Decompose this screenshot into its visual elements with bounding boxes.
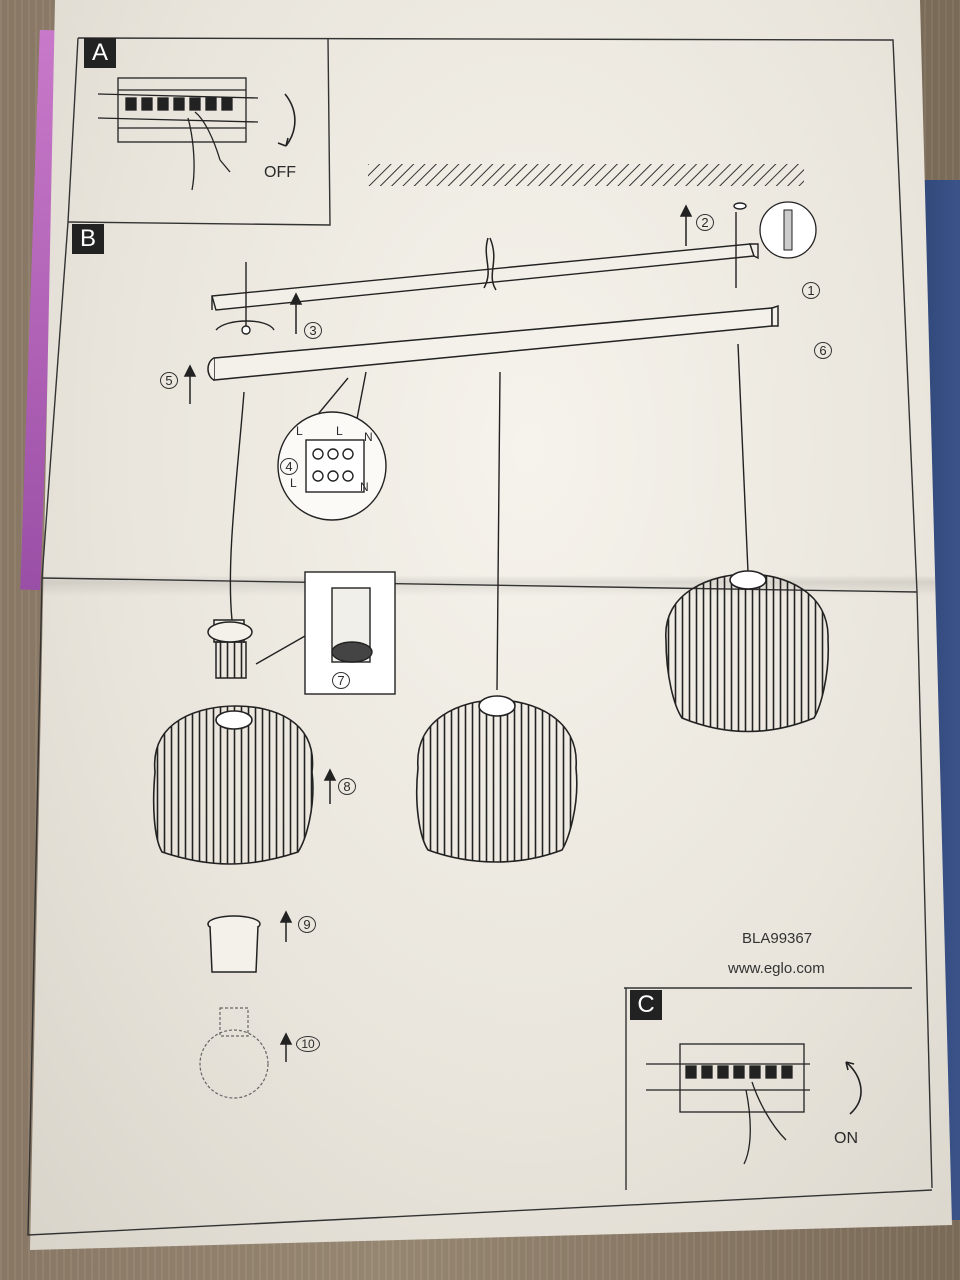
wire-label-l-mid: L bbox=[336, 424, 343, 438]
breaker-panel-a bbox=[97, 77, 296, 191]
lamp-holder bbox=[207, 619, 253, 679]
step-arrows bbox=[183, 204, 693, 1062]
light-bulb bbox=[199, 1007, 269, 1099]
breaker-panel-c bbox=[646, 1043, 862, 1165]
step-4-number: 4 bbox=[280, 458, 298, 475]
retaining-ring bbox=[207, 915, 261, 973]
shade-middle bbox=[415, 695, 578, 863]
wire-label-n-top: N bbox=[364, 430, 373, 444]
step-2-number: 2 bbox=[696, 214, 714, 231]
ceiling-hatch bbox=[368, 164, 804, 186]
step-tag-a: A bbox=[84, 38, 116, 68]
wire-label-l-top: L bbox=[296, 424, 303, 438]
website-link[interactable]: www.eglo.com bbox=[728, 960, 825, 977]
step-1-number: 1 bbox=[802, 282, 820, 299]
terminal-block-detail bbox=[277, 371, 387, 521]
wire-label-n-bottom: N bbox=[360, 480, 369, 494]
wire-label-l-bottom: L bbox=[290, 476, 297, 490]
on-label: ON bbox=[834, 1130, 858, 1147]
step-3-number: 3 bbox=[304, 322, 322, 339]
holder-detail bbox=[255, 571, 396, 695]
step-9-number: 9 bbox=[298, 916, 316, 933]
step-5-number: 5 bbox=[160, 372, 178, 389]
step-6-number: 6 bbox=[814, 342, 832, 359]
step-8-number: 8 bbox=[338, 778, 356, 795]
mains-cable bbox=[483, 237, 497, 291]
step-7-number: 7 bbox=[332, 672, 350, 689]
mounting-bracket bbox=[211, 243, 759, 311]
model-number: BLA99367 bbox=[742, 930, 813, 947]
shade-left bbox=[152, 705, 314, 865]
step-tag-b: B bbox=[72, 224, 104, 254]
step-tag-c: C bbox=[630, 990, 662, 1020]
ceiling-screws bbox=[215, 202, 747, 335]
shade-right bbox=[665, 570, 830, 733]
suspension-cables bbox=[229, 343, 749, 691]
step-10-number: 10 bbox=[296, 1036, 320, 1052]
off-label: OFF bbox=[264, 164, 296, 181]
canopy-bar bbox=[207, 304, 779, 381]
